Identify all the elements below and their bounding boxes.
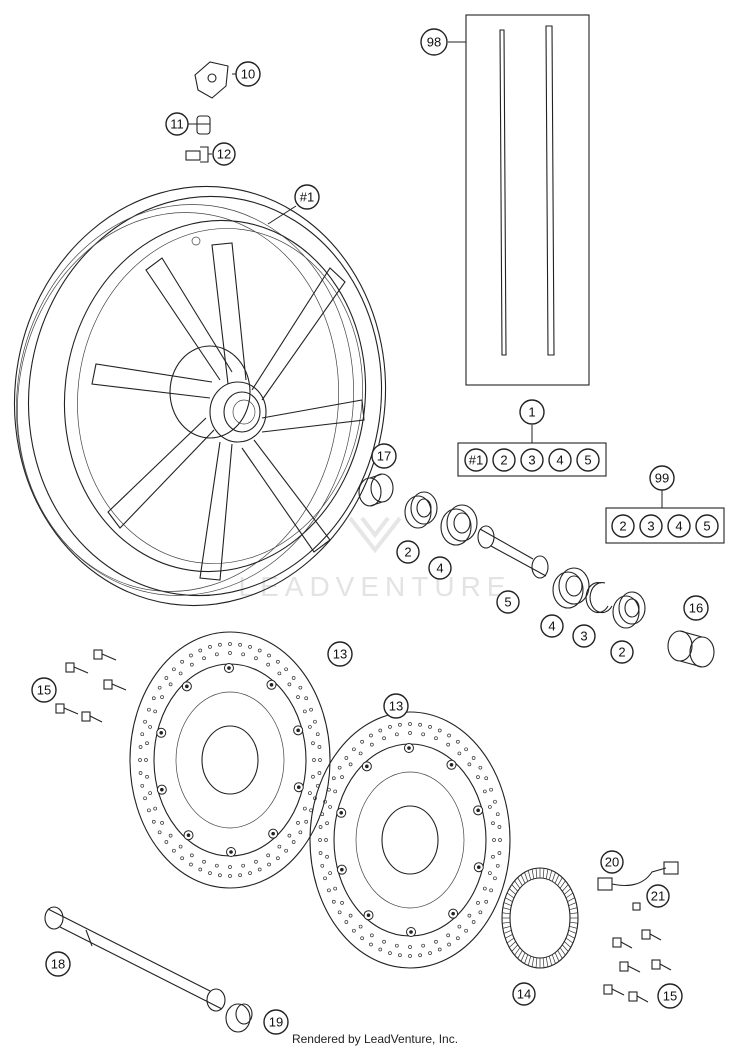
- kit-item-label: #1: [469, 453, 483, 468]
- kit-item-label: 4: [675, 519, 682, 534]
- callout-13a: 13: [327, 641, 353, 667]
- valve-sleeve-part-11: [196, 115, 211, 135]
- svg-text:#1: #1: [300, 190, 314, 205]
- wheel-spokes: [91, 242, 365, 581]
- kit-item-circle: [611, 514, 635, 538]
- callouts: 10 11 12 #1 98 1 17 99 2 4 5 4 3 2 16 13…: [31, 28, 709, 1035]
- callout-99: 99: [649, 465, 675, 491]
- spindle-nut-part-19: [225, 1003, 253, 1033]
- circlip-part-3: [585, 582, 613, 614]
- callout-4b: 4: [540, 614, 564, 638]
- kit-99-frame: [605, 507, 725, 544]
- svg-text:2: 2: [404, 545, 411, 560]
- svg-text:17: 17: [377, 449, 391, 464]
- kit-item-circle: [548, 448, 572, 472]
- kit-item-circle: [520, 448, 544, 472]
- shaft-seal-part-2: [404, 491, 438, 529]
- bearing-part-4b: [552, 567, 590, 609]
- callout-19: 19: [263, 1009, 289, 1035]
- svg-text:19: 19: [269, 1015, 283, 1030]
- footer-credit: Rendered by LeadVenture, Inc.: [291, 1032, 459, 1046]
- callout-98: 98: [420, 28, 448, 56]
- kit-item-label: 5: [703, 519, 710, 534]
- callout-3: 3: [572, 624, 596, 648]
- kit-item-circle: [639, 514, 663, 538]
- svg-text:15: 15: [663, 989, 677, 1004]
- svg-text:11: 11: [170, 117, 184, 132]
- svg-text:99: 99: [655, 471, 669, 486]
- callout-11: 11: [165, 112, 189, 136]
- kit-item-circle: [464, 448, 488, 472]
- sensor-screws-part-21: [632, 902, 641, 911]
- brake-disc-part-13-left: [129, 631, 331, 889]
- callout-21: 21: [646, 884, 670, 908]
- callout-12: 12: [212, 142, 236, 166]
- svg-text:3: 3: [580, 629, 587, 644]
- part-98-frame: [465, 14, 590, 386]
- callout-15a: 15: [31, 677, 57, 703]
- svg-text:12: 12: [217, 147, 231, 162]
- abs-sensor-ring-part-14: [501, 867, 579, 969]
- callout-10: 10: [235, 61, 261, 87]
- kit-1-contents: #1 2 3 4 5: [464, 448, 600, 472]
- svg-text:2: 2: [618, 645, 625, 660]
- kit-99-contents: 2 3 4 5: [611, 514, 719, 538]
- bearing-part-4: [440, 504, 478, 546]
- svg-text:16: 16: [689, 601, 703, 616]
- svg-text:20: 20: [605, 855, 619, 870]
- watermark-logo: [348, 516, 402, 554]
- callout-20: 20: [600, 850, 624, 874]
- wheel-speed-sensor-part-20: [597, 861, 679, 891]
- svg-text:13: 13: [333, 647, 347, 662]
- valve-cap-part-10: [194, 61, 229, 99]
- callout-4a: 4: [428, 556, 452, 580]
- front-wheel-rim: [13, 185, 387, 607]
- spacer-part-16: [667, 630, 715, 668]
- disc-bolts-part-15-left: [55, 649, 127, 723]
- callout-15b: 15: [657, 983, 683, 1009]
- spacer-part-17: [358, 473, 394, 507]
- callout-13b: 13: [383, 693, 409, 719]
- callout-2a: 2: [396, 540, 420, 564]
- kit-item-label: 4: [556, 453, 563, 468]
- rim-tape-strip-part-98: [499, 25, 555, 356]
- svg-text:5: 5: [504, 595, 511, 610]
- kit-item-circle: [492, 448, 516, 472]
- callout-5: 5: [496, 590, 520, 614]
- callout-16: 16: [683, 595, 709, 621]
- kit-item-label: 2: [619, 519, 626, 534]
- kit-item-label: 3: [647, 519, 654, 534]
- svg-text:98: 98: [427, 35, 441, 50]
- svg-text:14: 14: [517, 987, 531, 1002]
- kit-item-label: 5: [584, 453, 591, 468]
- callout-wheel: #1: [294, 184, 320, 210]
- kit-item-label: 2: [500, 453, 507, 468]
- kit-item-circle: [667, 514, 691, 538]
- callout-1: 1: [519, 399, 545, 425]
- svg-text:1: 1: [528, 405, 535, 420]
- shaft-seal-part-2b: [612, 591, 646, 629]
- wheel-spindle-part-18: [44, 906, 226, 1012]
- callout-18: 18: [45, 951, 71, 977]
- callout-17: 17: [371, 443, 397, 469]
- svg-text:13: 13: [389, 699, 403, 714]
- brake-disc-part-13-right: [309, 711, 511, 969]
- svg-text:18: 18: [51, 957, 65, 972]
- callout-2b: 2: [610, 640, 634, 664]
- svg-text:4: 4: [548, 619, 555, 634]
- kit-item-circle: [576, 448, 600, 472]
- svg-text:4: 4: [436, 561, 443, 576]
- kit-item-circle: [695, 514, 719, 538]
- watermark-text: LEADVENTURE: [239, 571, 512, 602]
- kit-item-label: 3: [528, 453, 535, 468]
- svg-text:15: 15: [37, 683, 51, 698]
- valve-screw-part-12: [185, 146, 209, 163]
- abs-ring-bolts-part-15-right: [603, 929, 672, 1003]
- callout-14: 14: [512, 982, 536, 1006]
- svg-text:21: 21: [651, 889, 665, 904]
- svg-text:10: 10: [241, 67, 255, 82]
- distance-sleeve-part-5: [477, 525, 549, 579]
